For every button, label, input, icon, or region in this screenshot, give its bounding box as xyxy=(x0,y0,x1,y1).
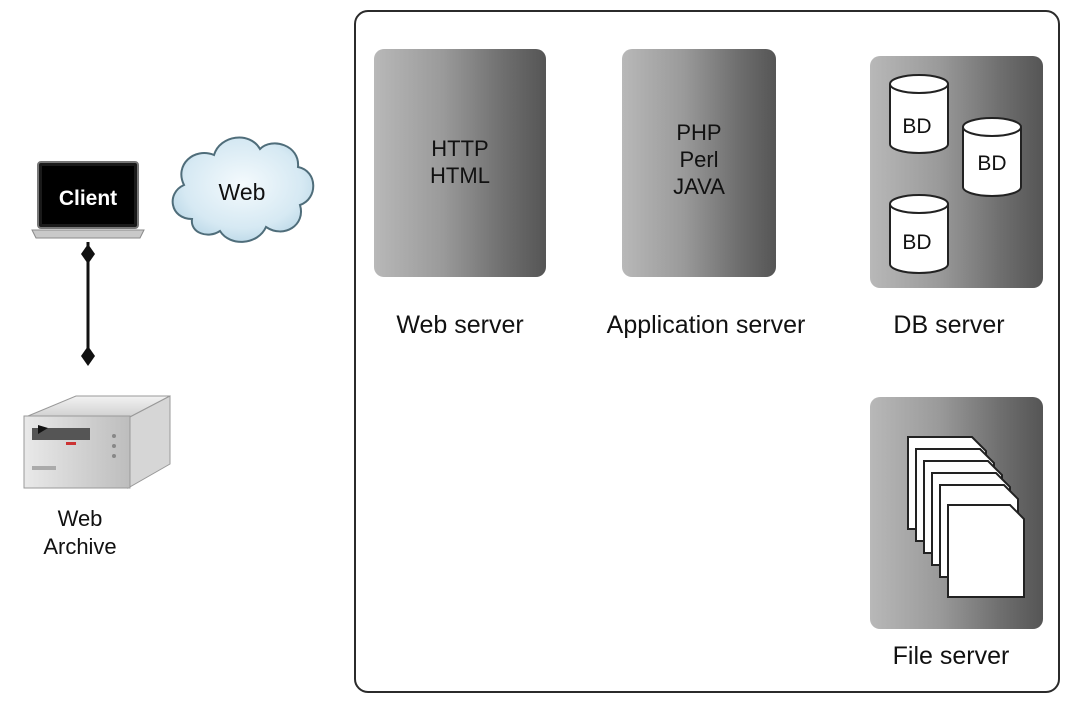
db-label-3: BD xyxy=(902,231,931,254)
archive-label-line1: Web xyxy=(57,506,103,531)
web-cloud: Web xyxy=(171,136,315,243)
web-server-box: HTTP HTML xyxy=(374,49,546,277)
connector-line xyxy=(81,242,95,366)
app-server-line-1: PHP xyxy=(676,120,722,145)
client-laptop: Client xyxy=(31,161,145,239)
db-label-1: BD xyxy=(902,115,931,138)
file-server-box xyxy=(870,397,1043,629)
web-server-caption: Web server xyxy=(396,311,524,339)
database-icon: BD xyxy=(889,74,949,154)
application-server-box: PHP Perl JAVA xyxy=(622,49,776,277)
client-label: Client xyxy=(59,187,117,210)
database-icon: BD xyxy=(962,117,1022,197)
cloud-label: Web xyxy=(219,179,266,205)
app-server-line-3: JAVA xyxy=(673,174,725,199)
db-server-box: BD BD BD xyxy=(870,56,1043,288)
database-icon: BD xyxy=(889,194,949,274)
application-server-caption: Application server xyxy=(606,311,806,339)
document-stack-icon xyxy=(907,436,1025,598)
web-server-line-2: HTML xyxy=(430,163,490,188)
archive-label-line2: Archive xyxy=(43,534,117,559)
db-label-2: BD xyxy=(977,152,1006,175)
db-server-caption: DB server xyxy=(893,311,1005,339)
app-server-line-2: Perl xyxy=(679,147,719,172)
tape-drive-icon xyxy=(23,395,171,489)
file-server-caption: File server xyxy=(892,642,1010,670)
web-server-line-1: HTTP xyxy=(431,136,489,161)
